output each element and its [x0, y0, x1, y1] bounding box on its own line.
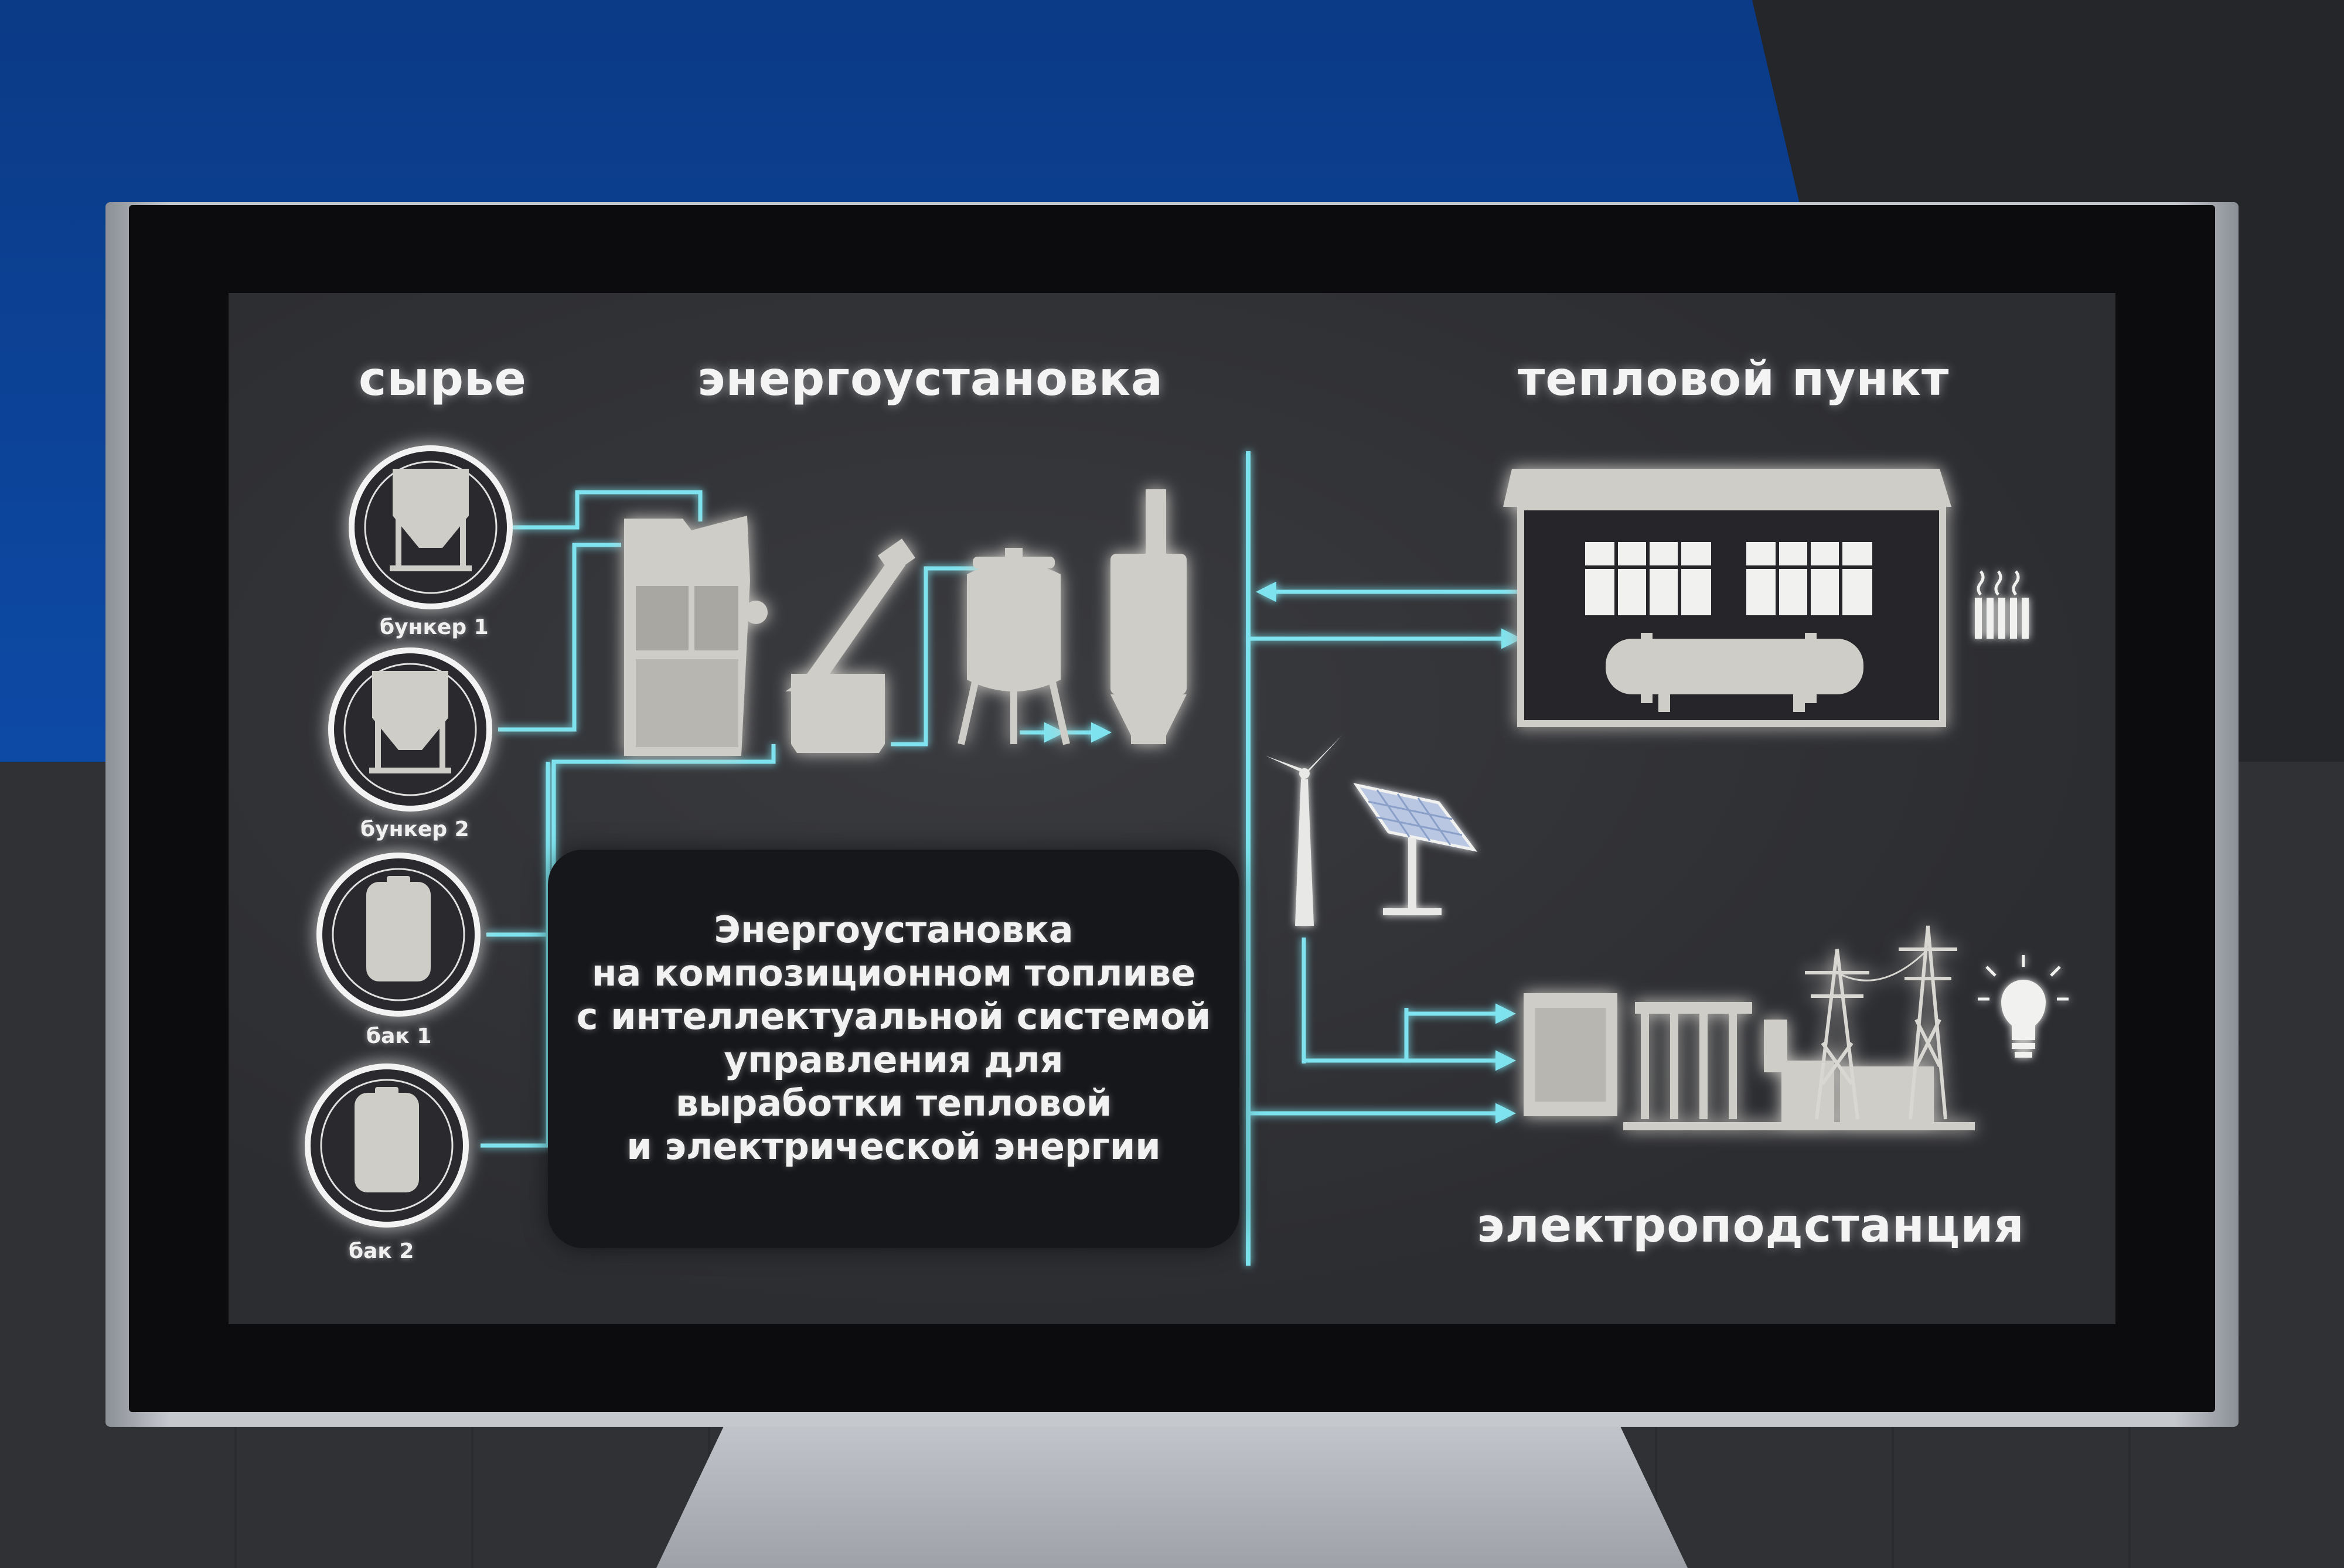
flow-line-bunker1 — [510, 490, 703, 530]
wind-turbine-icon[interactable] — [1266, 735, 1342, 926]
flow-line-solar-2 — [1404, 1003, 1516, 1024]
input-hopper-2[interactable] — [328, 647, 492, 812]
boiler-icon — [1606, 633, 1863, 712]
description-line: и электрической энергии — [626, 1125, 1161, 1168]
flow-line-tank1 — [486, 744, 776, 937]
header-energy-plant: энергоустановка — [697, 352, 1164, 406]
heat-station-building[interactable] — [1503, 469, 1951, 727]
input-tank-2[interactable] — [305, 1063, 469, 1228]
header-heat-station: тепловой пункт — [1518, 352, 1950, 406]
tank-icon — [366, 876, 431, 981]
description-line: управления для — [724, 1038, 1064, 1081]
crusher-unit-icon — [624, 516, 768, 756]
input-caption-hopper-1: бункер 1 — [380, 615, 489, 639]
description-text: Энергоустановка на композиционном топлив… — [548, 908, 1239, 1168]
solar-panel-icon[interactable] — [1353, 783, 1477, 915]
power-pylon-icon — [1805, 925, 1957, 1120]
description-panel[interactable] — [548, 850, 1239, 1248]
input-tank-1[interactable] — [316, 853, 481, 1017]
radiator-icon — [1975, 570, 2029, 639]
light-bulb-icon — [1978, 955, 2069, 1058]
energy-plant-equipment[interactable] — [624, 489, 1187, 756]
hopper-icon — [369, 671, 451, 773]
substation-equipment[interactable] — [1524, 925, 1975, 1130]
description-line: выработки тепловой — [675, 1082, 1112, 1124]
flow-line-internal-1 — [891, 566, 984, 746]
description-line: Энергоустановка — [714, 908, 1074, 951]
input-caption-hopper-2: бункер 2 — [360, 817, 469, 841]
header-substation: электроподстанция — [1477, 1198, 2025, 1253]
flow-lines — [481, 451, 1522, 1266]
flow-line-bunker2 — [498, 543, 621, 732]
tank-icon — [355, 1087, 419, 1192]
hopper-icon — [390, 469, 472, 571]
description-line: с интеллектуальной системой — [576, 995, 1211, 1038]
header-raw-materials: сырье — [359, 352, 527, 406]
flow-line-tank2 — [481, 762, 550, 1148]
description-line: на композиционном топливе — [591, 952, 1196, 994]
input-caption-tank-1: бак 1 — [366, 1024, 432, 1048]
input-hopper-1[interactable] — [349, 445, 513, 609]
input-caption-tank-2: бак 2 — [349, 1239, 414, 1263]
reactor-vessel-icon — [958, 548, 1070, 745]
screw-conveyor-icon — [785, 538, 915, 753]
cyclone-tower-icon — [1110, 489, 1187, 744]
